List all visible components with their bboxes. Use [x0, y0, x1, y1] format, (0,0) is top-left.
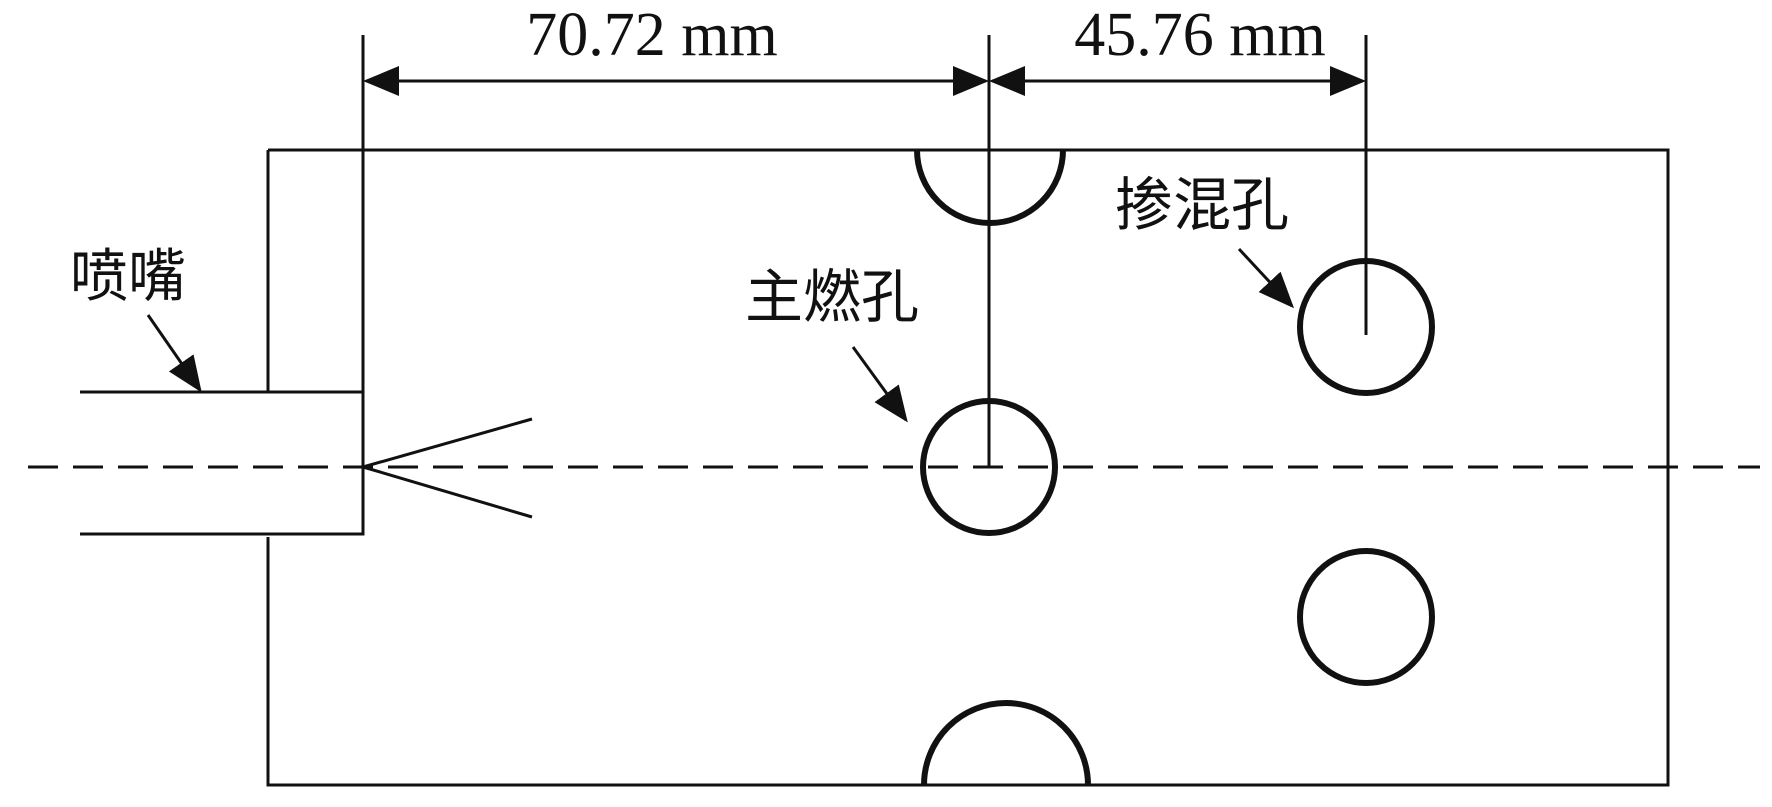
main-hole-bottom-half: [921, 700, 1091, 786]
dilution-hole-label: 掺混孔: [1115, 171, 1289, 239]
nozzle-leader-arrow: [146, 314, 202, 393]
dilution-hole-leader-arrow: [1237, 247, 1295, 309]
liner-outline: [266, 148, 1670, 787]
nozzle-body: [80, 390, 365, 536]
nozzle: [80, 390, 533, 536]
nozzle-label: 喷嘴: [70, 242, 186, 310]
dimension-label-main: 70.72 mm: [526, 1, 777, 69]
main-combustion-hole: [920, 398, 1058, 536]
main-combustion-hole-label: 主燃孔: [745, 263, 919, 331]
main-hole-top-half: [914, 149, 1066, 226]
spray-cone-upper: [362, 417, 533, 469]
spray-cone-lower: [362, 465, 533, 519]
dimension-label-dilution: 45.76 mm: [1074, 1, 1325, 69]
dilution-hole-upper: [1297, 258, 1435, 396]
main-hole-leader-arrow: [851, 346, 908, 423]
dilution-hole-lower: [1297, 548, 1435, 686]
